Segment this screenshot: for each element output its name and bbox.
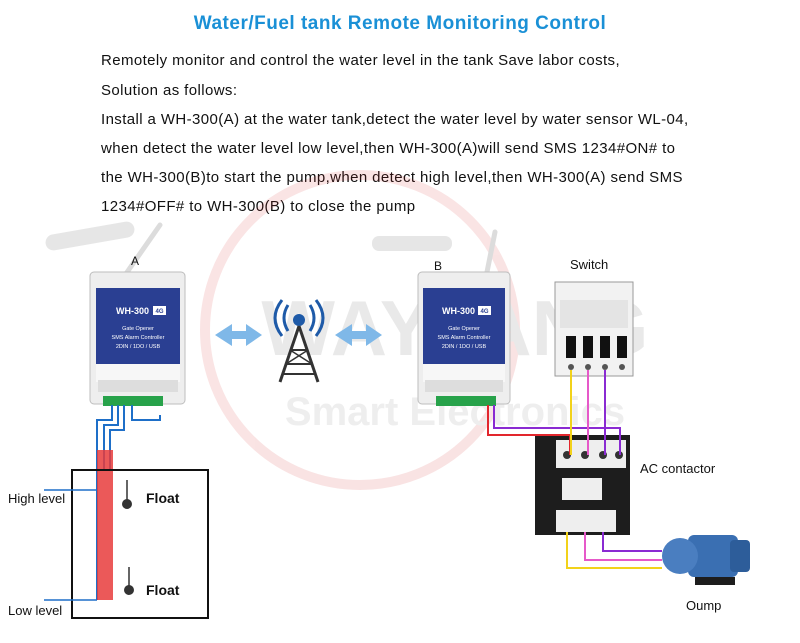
- contactor-label: AC contactor: [640, 461, 716, 476]
- device-b-tag: B: [434, 259, 442, 273]
- float-switch-bottom-icon: [124, 567, 134, 595]
- ac-contactor: [535, 435, 630, 535]
- description-line-5: the WH-300(B)to start the pump,when dete…: [101, 169, 683, 186]
- description-line-2: Solution as follows:: [101, 82, 238, 99]
- device-a-line1: Gate Opener: [122, 326, 154, 332]
- device-b-line1: Gate Opener: [448, 326, 480, 332]
- device-a: WH-300 4G Gate Opener SMS Alarm Controll…: [45, 221, 186, 406]
- device-b-face: [423, 288, 505, 364]
- device-a-line2: SMS Alarm Controller: [112, 335, 165, 341]
- double-arrow-right-icon: [335, 324, 382, 346]
- device-a-model: WH-300: [116, 306, 149, 316]
- double-arrow-left-icon: [215, 324, 262, 346]
- device-a-face: [96, 288, 180, 364]
- device-b-model: WH-300: [442, 306, 475, 316]
- level-sensor-probe: [97, 450, 113, 600]
- description-line-6: 1234#OFF# to WH-300(B) to close the pump: [101, 198, 416, 215]
- wires-power: [566, 370, 662, 569]
- device-b: WH-300 4G Gate Opener SMS Alarm Controll…: [372, 229, 511, 406]
- cell-tower-icon: [273, 299, 325, 383]
- circuit-breaker: [554, 281, 634, 377]
- float-bottom-label: Float: [146, 582, 180, 598]
- page-title: Water/Fuel tank Remote Monitoring Contro…: [193, 13, 607, 34]
- high-level-label: High level: [8, 491, 66, 506]
- antenna-a: [120, 222, 163, 281]
- low-level-label: Low level: [8, 603, 63, 618]
- device-b-line3: 2DIN / 1DO / USB: [442, 344, 487, 350]
- device-a-line3: 2DIN / 1DO / USB: [116, 344, 161, 350]
- pump-label: Oump: [686, 598, 722, 613]
- water-tank: [71, 469, 209, 619]
- pump-icon: [662, 535, 750, 585]
- device-a-tag: A: [131, 254, 139, 268]
- description-line-3: Install a WH-300(A) at the water tank,de…: [101, 111, 689, 128]
- device-b-badge: 4G: [480, 309, 488, 315]
- device-b-line2: SMS Alarm Controller: [438, 335, 491, 341]
- switch-label: Switch: [570, 257, 609, 272]
- device-a-badge: 4G: [155, 309, 163, 315]
- description-line-1: Remotely monitor and control the water l…: [101, 52, 621, 69]
- description-line-4: when detect the water level low level,th…: [101, 140, 676, 157]
- float-top-label: Float: [146, 490, 180, 506]
- float-switch-top-icon: [122, 480, 132, 509]
